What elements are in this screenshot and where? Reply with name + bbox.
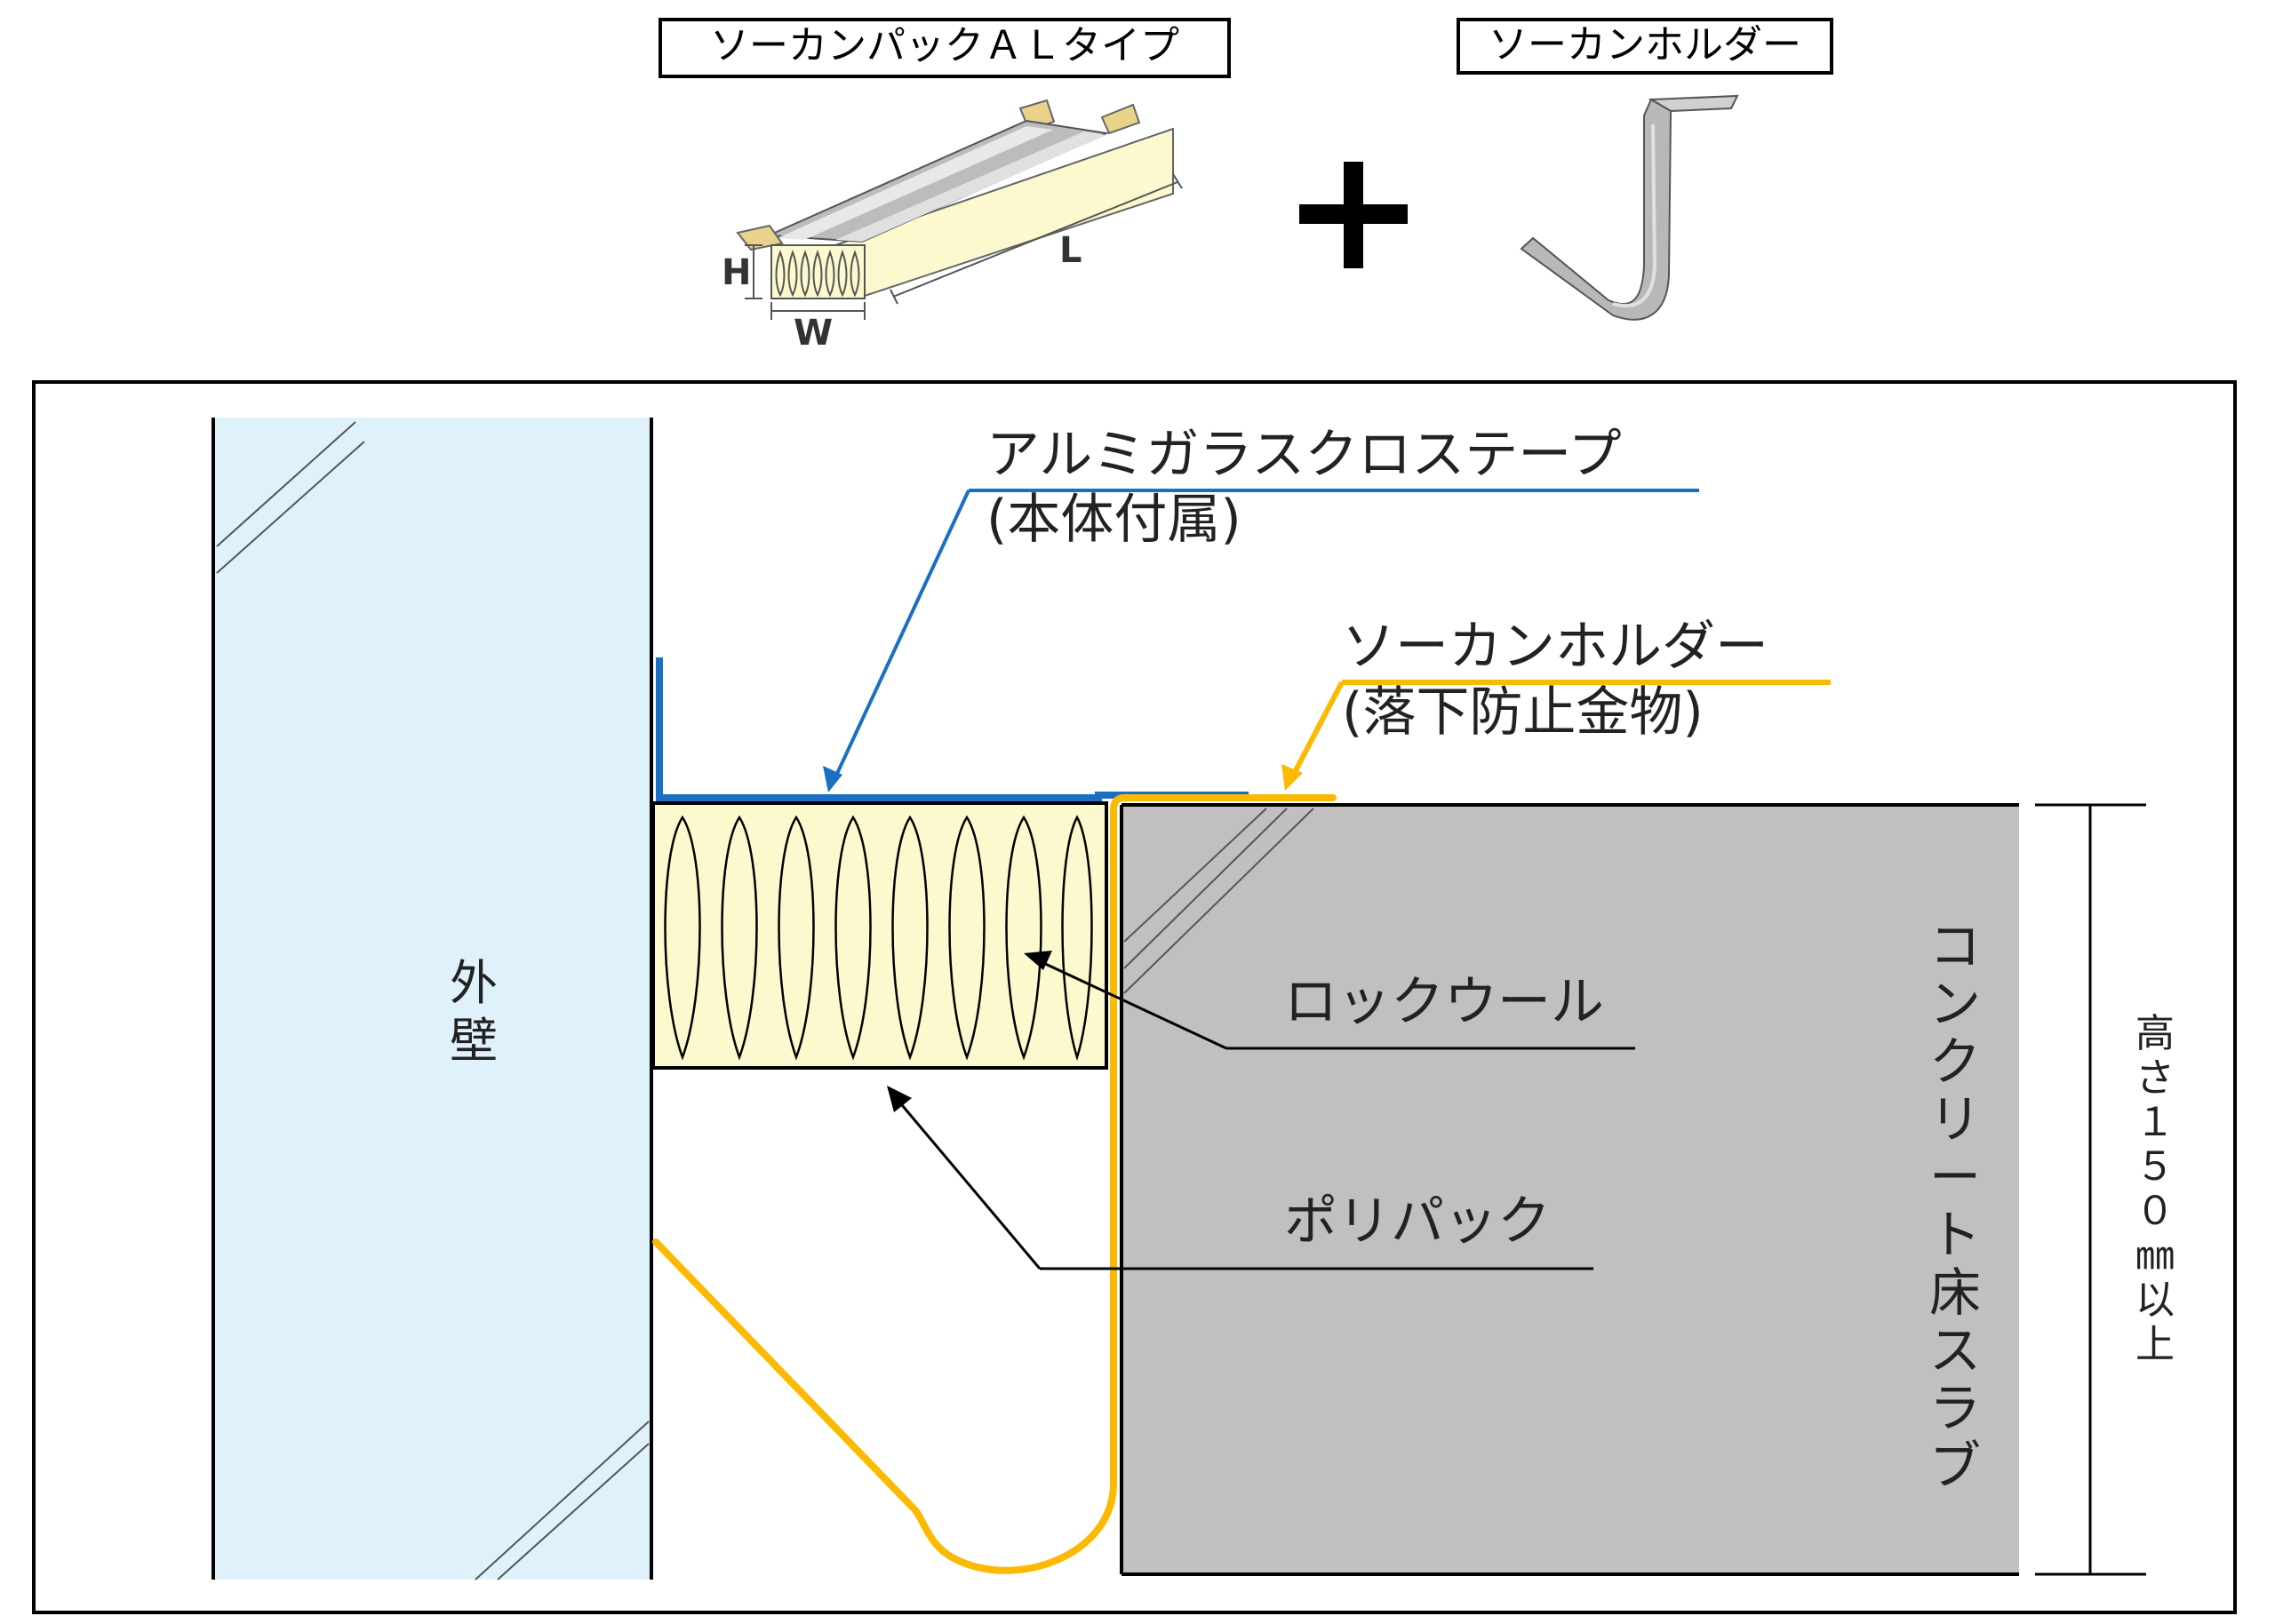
diagram-frame	[32, 380, 2237, 1614]
holder-label-text: ソーカンホルダー	[1489, 22, 1801, 68]
slab-char: ト	[1929, 1205, 1981, 1265]
dim-h-label: H	[722, 252, 751, 293]
slab-char: ク	[1929, 1031, 1981, 1092]
slab-char: コ	[1929, 916, 1981, 976]
soukan-holder	[652, 794, 1337, 1574]
outer-wall-label-2: 壁	[450, 1013, 498, 1069]
slab-label: コ ン ク リ ー ト 床 ス ラ ブ	[1929, 916, 1981, 1496]
slab-char: ス	[1929, 1320, 1981, 1381]
product-label-text: ソーカンパックＡＬタイプ	[710, 23, 1179, 68]
tape-label-line2: (本体付属)	[986, 489, 1241, 551]
holder-label-line1: ソーカンホルダー	[1342, 616, 1768, 678]
slab-char: リ	[1929, 1089, 1981, 1150]
holder-label-box: ソーカンホルダー	[1457, 18, 1833, 75]
slab-char: ン	[1929, 974, 1981, 1034]
tape-callout: アルミガラスクロステープ (本体付属)	[823, 424, 1699, 792]
slab-char: 床	[1929, 1262, 1981, 1323]
height-char: ５	[2135, 1144, 2175, 1190]
slab-char: ー	[1929, 1147, 1981, 1207]
height-char: １	[2135, 1100, 2175, 1145]
tape-label-line1: アルミガラスクロステープ	[986, 424, 1622, 486]
slab-char: ラ	[1929, 1378, 1981, 1438]
height-char: ㎜	[2135, 1233, 2175, 1278]
height-char: さ	[2135, 1055, 2175, 1101]
rockwool-block	[651, 801, 1108, 1070]
height-char: 以	[2135, 1278, 2175, 1323]
holder-label-line2: (落下防止金物)	[1342, 681, 1704, 744]
holder-illustration	[1520, 94, 1739, 321]
holder-callout: ソーカンホルダー (落下防止金物)	[1281, 616, 1831, 791]
rockwool-callout: ロックウール	[1024, 951, 1635, 1050]
product-label-box: ソーカンパックＡＬタイプ	[659, 18, 1231, 78]
outer-wall: 外 壁	[212, 418, 653, 1580]
product-illustration: H W L	[722, 99, 1183, 354]
polypack-label: ポリパック	[1284, 1190, 1551, 1253]
height-char: 高	[2135, 1011, 2175, 1056]
dim-w-label: W	[794, 313, 833, 354]
rockwool-label: ロックウール	[1284, 971, 1604, 1033]
dim-l-label: L	[1059, 230, 1082, 271]
outer-wall-label-1: 外	[450, 955, 498, 1011]
concrete-slab	[1120, 803, 2019, 1576]
height-char: 上	[2135, 1322, 2175, 1367]
polypack-callout: ポリパック	[887, 1086, 1593, 1270]
slab-char: ブ	[1929, 1436, 1981, 1496]
plus-sign	[1299, 162, 1408, 268]
height-char: ０	[2135, 1189, 2175, 1234]
height-dimension: 高 さ １ ５ ０ ㎜ 以 上	[2035, 803, 2175, 1576]
aluminium-tape	[656, 657, 1249, 801]
